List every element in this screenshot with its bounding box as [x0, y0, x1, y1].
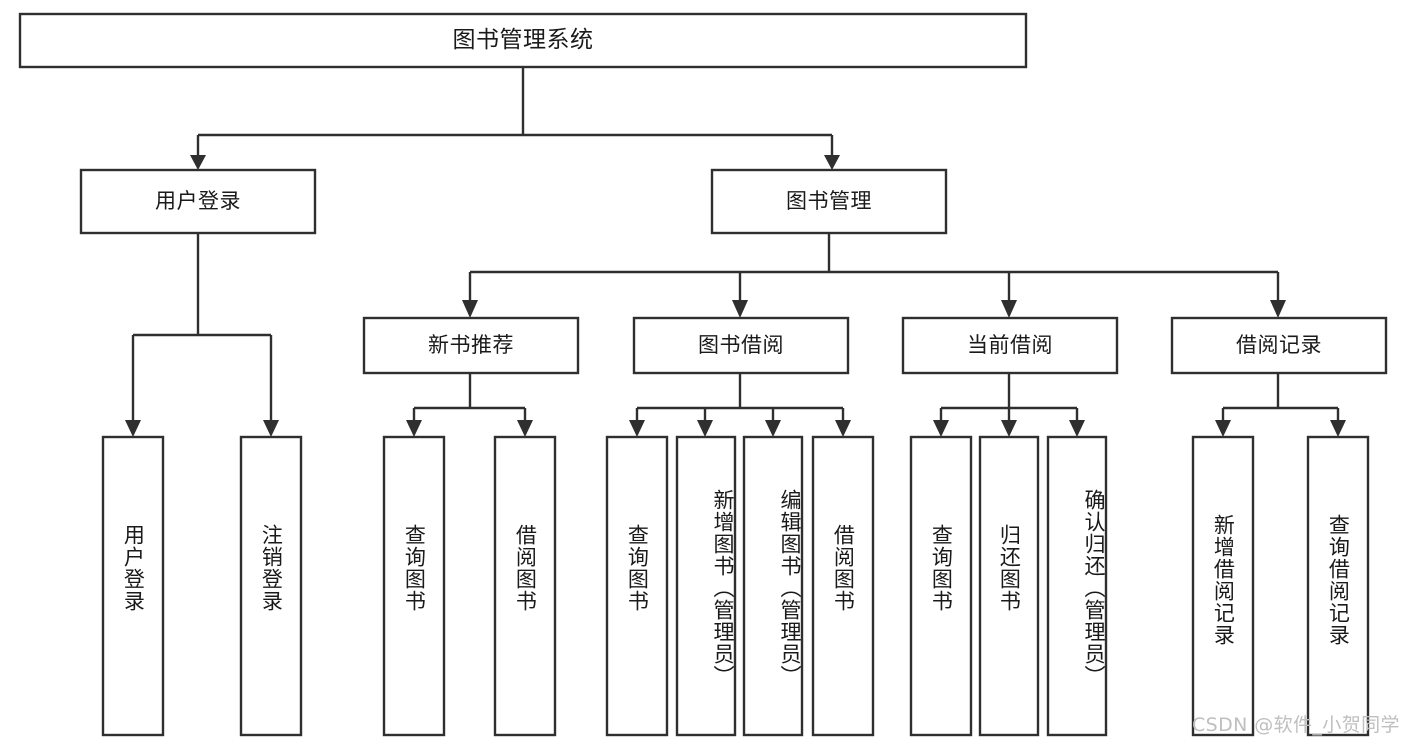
node-box-leaf-query-book-1[interactable]	[382, 435, 446, 737]
node-box-leaf-return-book[interactable]	[978, 435, 1040, 737]
node-box-leaf-borrow-book-1[interactable]	[493, 435, 557, 737]
node-box-leaf-add-record[interactable]	[1191, 435, 1255, 737]
node-box-current-borrow[interactable]	[901, 316, 1119, 375]
arrow-head-to-leaf-confirm-return	[1069, 420, 1085, 437]
node-box-leaf-user-logout[interactable]	[239, 435, 303, 737]
node-box-leaf-user-login[interactable]	[101, 435, 165, 737]
node-box-leaf-query-record[interactable]	[1306, 435, 1370, 737]
node-box-leaf-add-book[interactable]	[675, 435, 737, 737]
arrow-head-to-leaf-return-book	[1001, 420, 1017, 437]
arrow-head-to-leaf-user-logout	[263, 420, 279, 437]
connector-current-borrow-to-leaves	[939, 373, 1079, 422]
arrow-head-to-user-login	[190, 155, 206, 170]
connector-book-borrow-to-leaves	[635, 373, 845, 422]
node-box-leaf-borrow-book-2[interactable]	[811, 435, 875, 737]
connector-user-login-to-leaves	[131, 233, 273, 422]
arrow-head-to-new-book-recommend	[462, 300, 478, 318]
node-box-new-book-recommend[interactable]	[362, 316, 580, 375]
arrow-head-to-leaf-add-book	[697, 420, 713, 437]
connector-root-to-level2	[196, 67, 834, 155]
node-box-book-management[interactable]	[710, 168, 948, 235]
connector-book-management-to-level3	[468, 233, 1280, 302]
connector-borrow-record-to-leaves	[1221, 373, 1340, 422]
node-box-borrow-record[interactable]	[1170, 316, 1388, 375]
arrow-head-to-leaf-add-record	[1215, 420, 1231, 437]
arrow-head-to-leaf-query-book-1	[406, 420, 422, 437]
node-box-leaf-edit-book[interactable]	[742, 435, 804, 737]
arrow-head-to-leaf-query-book-2	[629, 420, 645, 437]
arrow-head-to-leaf-query-book-3	[933, 420, 949, 437]
node-box-leaf-query-book-3[interactable]	[909, 435, 973, 737]
arrow-head-to-leaf-edit-book	[765, 420, 781, 437]
node-box-user-login[interactable]	[79, 168, 317, 235]
arrow-head-to-current-borrow	[1001, 300, 1017, 318]
arrow-head-to-leaf-user-login	[125, 420, 141, 437]
arrow-head-to-book-management	[824, 155, 840, 170]
node-box-book-borrow[interactable]	[632, 316, 850, 375]
node-box-root[interactable]	[18, 12, 1028, 69]
node-box-leaf-query-book-2[interactable]	[605, 435, 669, 737]
arrow-head-to-leaf-query-record	[1330, 420, 1346, 437]
arrow-head-to-leaf-borrow-book-1	[517, 420, 533, 437]
node-box-leaf-confirm-return[interactable]	[1046, 435, 1108, 737]
arrow-head-to-leaf-borrow-book-2	[835, 420, 851, 437]
arrow-head-to-borrow-record	[1270, 300, 1286, 318]
arrow-head-to-book-borrow	[732, 300, 748, 318]
connector-new-book-recommend-to-leaves	[412, 373, 527, 422]
